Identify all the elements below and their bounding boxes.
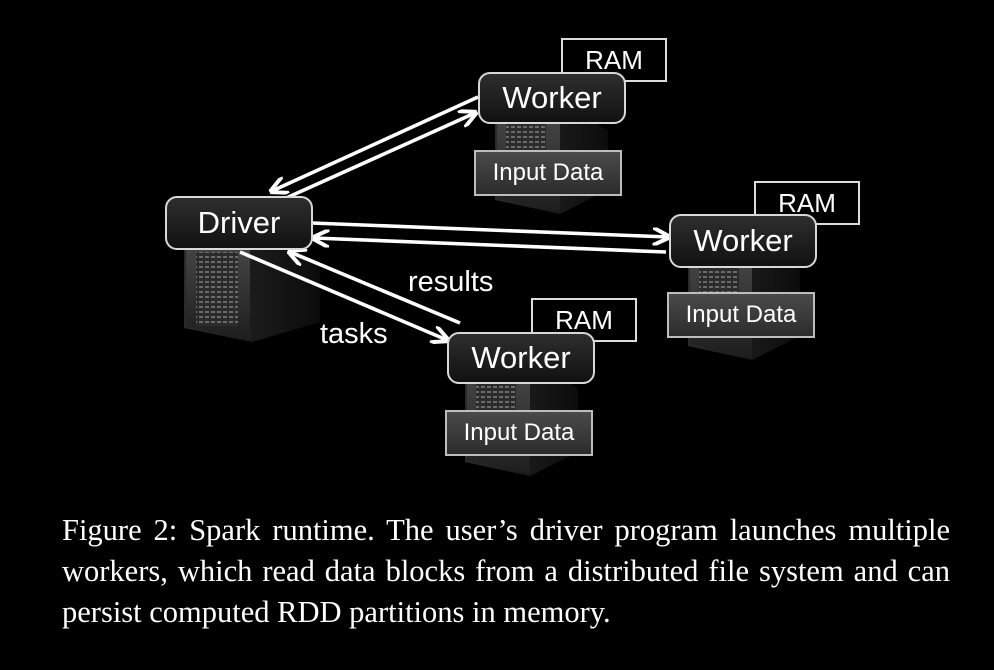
worker-3-ram-label: RAM bbox=[555, 304, 613, 335]
worker-2-node: Worker bbox=[669, 214, 817, 268]
tasks-edge-label: tasks bbox=[320, 318, 388, 350]
arrow-driver-to-worker2 bbox=[311, 221, 668, 237]
worker-2-input-data-box: Input Data bbox=[667, 292, 815, 338]
arrow-worker1-to-driver bbox=[272, 95, 479, 191]
worker-1-ram-label: RAM bbox=[585, 44, 643, 75]
figure-caption: Figure 2: Spark runtime. The user’s driv… bbox=[62, 513, 950, 629]
worker-1-input-data-box: Input Data bbox=[474, 150, 622, 196]
worker-3-input-label: Input Data bbox=[463, 419, 575, 446]
worker-2-ram-label: RAM bbox=[778, 187, 836, 218]
worker-3-label: Worker bbox=[471, 340, 571, 375]
worker-1-input-label: Input Data bbox=[492, 159, 604, 186]
results-edge-label: results bbox=[408, 266, 494, 298]
arrow-worker3-to-driver-results bbox=[290, 252, 461, 325]
worker-1-label: Worker bbox=[502, 80, 602, 115]
spark-runtime-diagram: Driver RAM Worker Input Data RAM Worker … bbox=[165, 38, 860, 476]
driver-node: Driver bbox=[165, 196, 313, 250]
worker-1-node: Worker bbox=[478, 72, 626, 124]
worker-2-input-label: Input Data bbox=[685, 301, 797, 328]
worker-3-input-data-box: Input Data bbox=[445, 410, 593, 456]
arrow-driver-to-worker3-tasks bbox=[239, 250, 447, 340]
driver-label: Driver bbox=[197, 205, 281, 240]
worker-2-label: Worker bbox=[693, 223, 793, 258]
arrow-driver-to-worker1 bbox=[283, 113, 475, 201]
worker-3-node: Worker bbox=[447, 332, 595, 384]
arrow-worker2-to-driver bbox=[314, 238, 667, 254]
